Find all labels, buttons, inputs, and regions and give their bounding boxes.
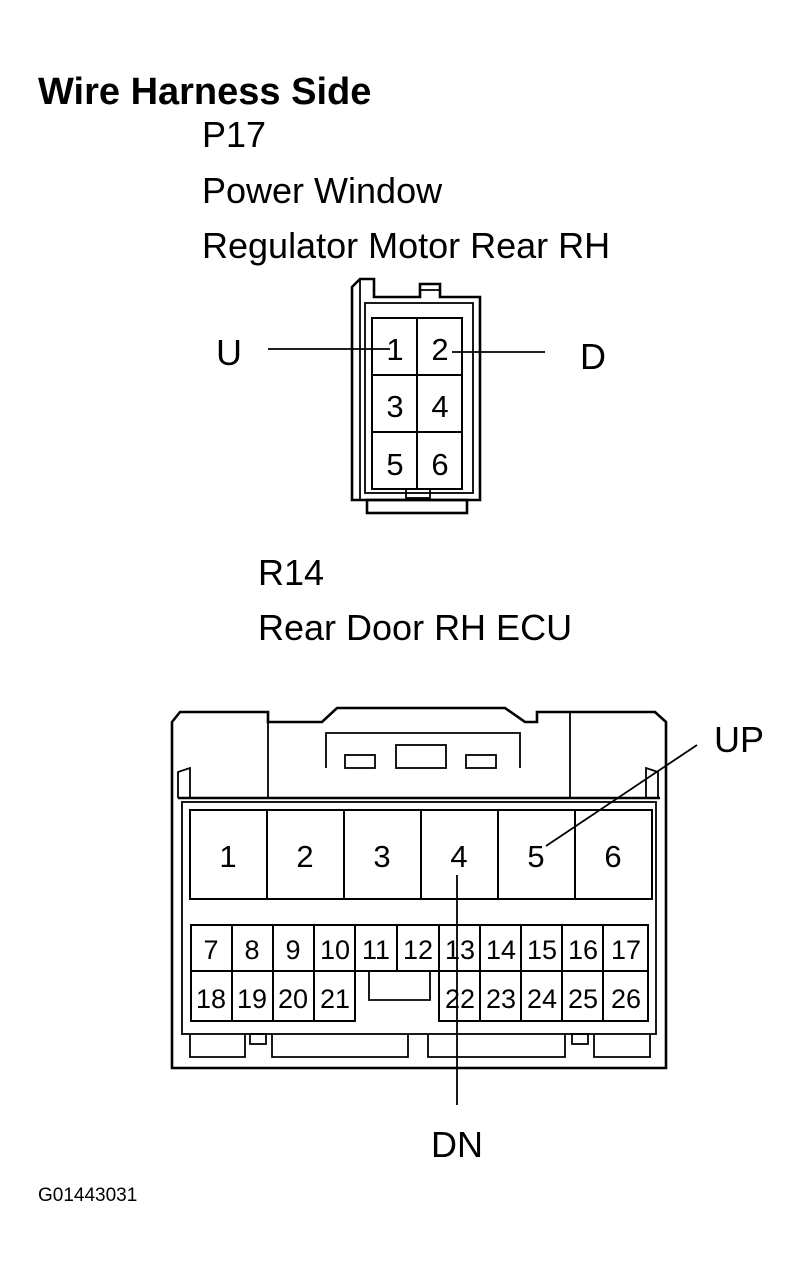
r14-pin-label: 25 — [568, 984, 598, 1014]
r14-pin-label: 24 — [527, 984, 557, 1014]
r14-latch-tab — [395, 744, 447, 769]
r14-pin-label: 2 — [296, 839, 313, 874]
r14-pin-label: 19 — [237, 984, 267, 1014]
u-callout-label: U — [216, 332, 242, 373]
r14-pin-cell — [272, 924, 315, 972]
r14-pin-cell — [561, 970, 604, 1022]
r14-pin-label: 20 — [278, 984, 308, 1014]
r14-pin-label: 21 — [320, 984, 350, 1014]
r14-pin-label: 8 — [244, 935, 259, 965]
up-callout-line — [545, 744, 698, 847]
r14-pin-cell — [272, 970, 315, 1022]
r14-pin-label: 26 — [611, 984, 641, 1014]
p17-pin-label: 4 — [431, 389, 448, 424]
figure-code: G01443031 — [38, 1185, 137, 1206]
r14-key-slot — [368, 971, 431, 1001]
dn-callout-label: DN — [431, 1124, 483, 1165]
p17-pin-label: 6 — [431, 447, 448, 482]
r14-pin-cell — [497, 809, 576, 900]
p17-connector-name-line2: Regulator Motor Rear RH — [202, 225, 610, 266]
r14-pin-label: 18 — [196, 984, 226, 1014]
r14-side-clip — [177, 766, 191, 798]
page-heading: Wire Harness Side — [38, 71, 371, 113]
p17-pin-label: 2 — [431, 332, 448, 367]
r14-pin-label: 14 — [486, 935, 516, 965]
r14-latch-frame — [325, 732, 521, 768]
r14-pin-cell — [396, 924, 440, 972]
r14-skirt-detail — [593, 1034, 651, 1058]
p17-pin-cell — [371, 374, 418, 433]
r14-pin-cell — [354, 924, 398, 972]
up-callout-label: UP — [714, 719, 764, 760]
r14-pin-label: 7 — [203, 935, 218, 965]
r14-skirt-notch — [571, 1033, 589, 1045]
r14-skirt-detail — [427, 1034, 566, 1058]
r14-pin-cell — [189, 809, 268, 900]
r14-connector-name: Rear Door RH ECU — [258, 607, 572, 648]
r14-pin-cell — [313, 970, 356, 1022]
r14-pin-label: 3 — [373, 839, 390, 874]
d-callout-label: D — [580, 336, 606, 377]
p17-pin-label: 1 — [386, 332, 403, 367]
r14-connector: 1 2 3 4 5 6 7 8 9 10 11 12 13 14 15 16 1… — [170, 706, 764, 1165]
p17-inner-frame — [364, 302, 474, 494]
p17-pin-cell — [416, 317, 463, 376]
r14-pin-cell — [602, 970, 649, 1022]
r14-pin-label: 23 — [486, 984, 516, 1014]
r14-pin-cell — [520, 970, 563, 1022]
r14-pin-label: 5 — [527, 839, 544, 874]
p17-connector: 1 2 3 4 5 6 U D — [216, 277, 606, 515]
r14-pin-label: 13 — [445, 935, 475, 965]
r14-latch-slot — [344, 754, 376, 769]
r14-pin-label: 15 — [527, 935, 557, 965]
r14-pin-label: 1 — [219, 839, 236, 874]
r14-pin-label: 17 — [611, 935, 641, 965]
r14-pin-label: 9 — [285, 935, 300, 965]
r14-pin-label: 10 — [320, 935, 350, 965]
r14-pin-cell — [190, 970, 233, 1022]
r14-connector-code: R14 — [258, 552, 324, 593]
r14-pin-label: 22 — [445, 984, 475, 1014]
r14-pin-cell — [231, 924, 274, 972]
p17-pin-label: 5 — [386, 447, 403, 482]
p17-pin-cell — [416, 431, 463, 490]
p17-connector-code: P17 — [202, 114, 266, 155]
r14-inner-frame — [181, 801, 657, 1035]
r14-pin-cell — [574, 809, 653, 900]
r14-pin-label: 11 — [362, 935, 390, 965]
r14-pin-label: 4 — [450, 839, 467, 874]
r14-pin-label: 12 — [403, 935, 433, 965]
r14-pin-label: 6 — [604, 839, 621, 874]
r14-pin-label: 16 — [568, 935, 598, 965]
r14-pin-cell — [438, 970, 481, 1022]
r14-pin-cell — [343, 809, 422, 900]
p17-pin-label: 3 — [386, 389, 403, 424]
p17-base — [365, 498, 469, 515]
p17-connector-name-line1: Power Window — [202, 170, 443, 211]
p17-pin-cell — [371, 431, 418, 490]
r14-skirt-detail — [271, 1034, 409, 1058]
r14-skirt-notch — [249, 1033, 267, 1045]
r14-side-clip — [645, 766, 659, 798]
r14-latch-slot — [465, 754, 497, 769]
r14-skirt-detail — [189, 1034, 246, 1058]
